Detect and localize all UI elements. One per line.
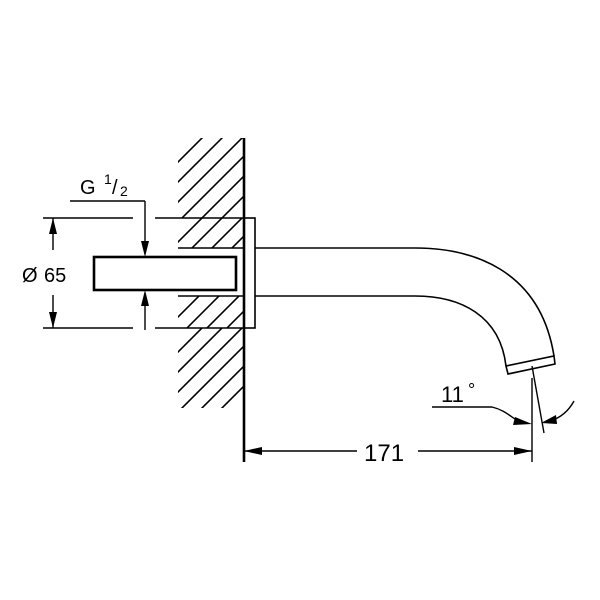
flange [243,217,256,329]
angle-value: 11 [441,382,464,407]
thread-prefix: G [80,177,96,199]
connector-pipe [92,255,238,292]
projection-dimension [244,378,533,462]
diameter-dimension [43,217,244,329]
thread-denominator: 2 [120,183,128,199]
thread-numerator: 1 [104,171,112,187]
wall-hatching [178,138,244,408]
angle-unit: ° [468,380,475,400]
diameter-value: 65 [44,265,66,287]
diameter-symbol: Ø [22,265,38,287]
angle-dimension [432,365,575,434]
spout [255,247,556,375]
thread-slash: / [112,177,118,199]
projection-value: 171 [364,440,404,467]
thread-dimension [70,200,149,330]
